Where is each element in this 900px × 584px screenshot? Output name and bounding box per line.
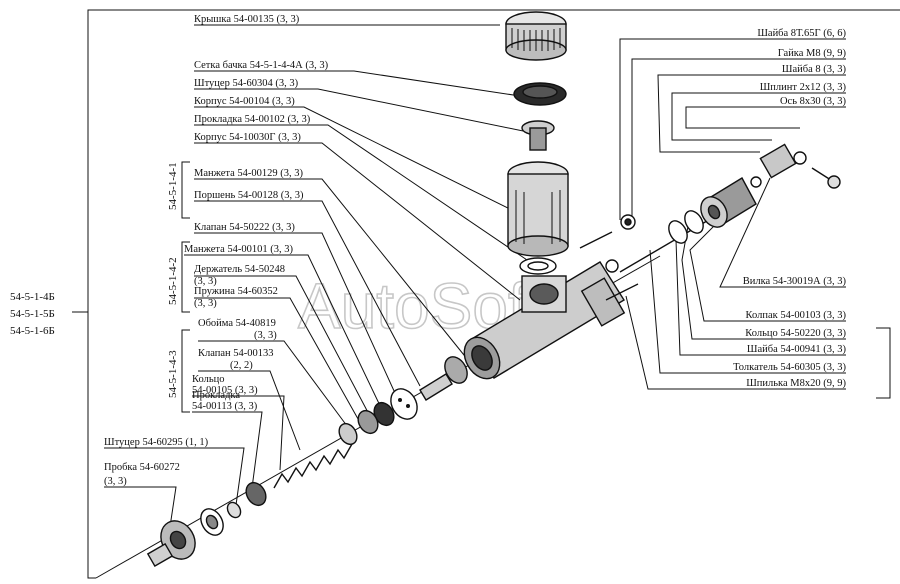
label-korpus2: Корпус 54-10030Г (3, 3): [194, 132, 301, 143]
label-klapan2-b: (2, 2): [230, 360, 253, 371]
part-kryshka-cap: [505, 11, 567, 61]
group-label-main-1: 54-5-1-4Б: [10, 291, 55, 303]
label-os: Ось 8х30 (3, 3): [780, 96, 847, 107]
label-porshen: Поршень 54-00128 (3, 3): [194, 190, 304, 201]
label-setka: Сетка бачка 54-5-1-4-4А (3, 3): [194, 60, 329, 71]
group-label-main-3: 54-5-1-6Б: [10, 325, 55, 337]
label-derzhatel-a: Держатель 54-50248: [194, 264, 285, 275]
label-prokladka2-a: Прокладка: [192, 390, 240, 401]
part-prokladka-gasket: [519, 257, 557, 275]
label-kolco1-a: Кольцо: [192, 374, 225, 385]
part-fork-and-pin: [750, 143, 841, 189]
main-bracket: [72, 9, 900, 579]
label-pruzhina-b: (3, 3): [194, 298, 217, 309]
label-kolco1-b: 54-00105 (3, 3): [192, 385, 258, 396]
label-shayba8t: Шайба 8Т.65Г (6, 6): [757, 28, 846, 39]
label-gayka: Гайка М8 (9, 9): [778, 48, 847, 59]
label-shplint: Шплинт 2х12 (3, 3): [760, 82, 847, 93]
label-shayba2: Шайба 54-00941 (3, 3): [747, 344, 847, 355]
part-lower-valve-and-plug: [146, 481, 267, 568]
label-klapan1: Клапан 54-50222 (3, 3): [194, 222, 295, 233]
group-label-main-2: 54-5-1-5Б: [10, 308, 55, 320]
label-manzheta2: Манжета 54-00101 (3, 3): [184, 244, 294, 255]
group-label-g1: 54-5-1-4-1: [167, 162, 179, 210]
label-kolco2: Кольцо 54-50220 (3, 3): [745, 328, 846, 339]
group-label-g2: 54-5-1-4-2: [167, 257, 179, 305]
label-shtucer1: Штуцер 54-60304 (3, 3): [194, 78, 299, 89]
label-kolpak: Колпак 54-00103 (3, 3): [746, 310, 847, 321]
label-oboyma-a: Обойма 54-40819: [198, 318, 276, 329]
label-tolkatel: Толкатель 54-60305 (3, 3): [733, 362, 846, 373]
label-shayba8: Шайба 8 (3, 3): [782, 64, 847, 75]
part-studs-and-nuts: [579, 214, 639, 301]
label-pruzhina-a: Пружина 54-60352: [194, 286, 278, 297]
label-manzheta1: Манжета 54-00129 (3, 3): [194, 168, 304, 179]
label-korpus1: Корпус 54-00104 (3, 3): [194, 96, 295, 107]
part-korpus-reservoir: [507, 161, 569, 257]
label-kryshka: Крышка 54-00135 (3, 3): [194, 14, 300, 25]
label-oboyma-b: (3, 3): [254, 330, 277, 341]
label-klapan2-a: Клапан 54-00133: [198, 348, 274, 359]
label-shpilka: Шпилька М8х20 (9, 9): [746, 378, 846, 389]
label-prokladka2-b: 54-00113 (3, 3): [192, 401, 258, 412]
part-piston-assembly: [338, 356, 468, 446]
label-prokladka1: Прокладка 54-00102 (3, 3): [194, 114, 311, 125]
part-shtucer-fitting: [521, 120, 555, 151]
part-master-cylinder-body: [463, 261, 626, 380]
subgroup-brackets: [181, 161, 891, 413]
label-vilka: Вилка 54-30019А (3, 3): [743, 276, 847, 287]
part-pushrod-and-boot: [619, 177, 757, 273]
label-probka-b: (3, 3): [104, 476, 127, 487]
label-derzhatel-b: (3, 3): [194, 276, 217, 287]
part-setka-filter: [513, 82, 567, 106]
group-label-g3: 54-5-1-4-3: [167, 350, 179, 398]
part-spring: [273, 443, 353, 489]
left-labels: Крышка 54-00135 (3, 3) Сетка бачка 54-5-…: [104, 14, 531, 541]
label-probka-a: Пробка 54-60272: [104, 462, 180, 473]
label-shtucer2: Штуцер 54-60295 (1, 1): [104, 437, 209, 448]
